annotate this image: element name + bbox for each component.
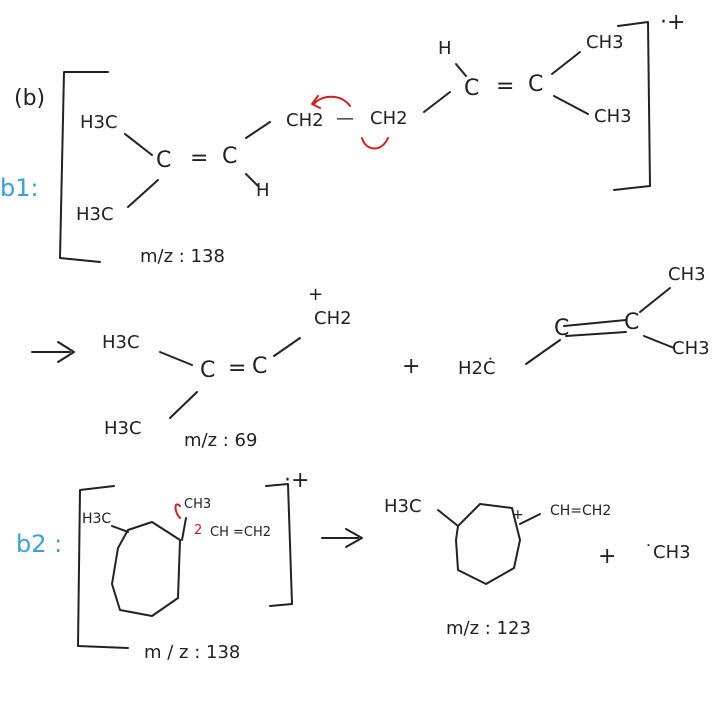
b2-plus: + [598, 544, 617, 569]
reaction-arrow-1 [31, 341, 75, 363]
b1-h-top: H [438, 38, 452, 59]
bond-f2-h2c-c [525, 339, 561, 365]
f2-ch3-bottom: CH3 [672, 338, 710, 359]
b1-c-left: C [156, 148, 172, 173]
b1-ch3-bottom: CH3 [594, 106, 632, 127]
b2-product-plus: + [512, 507, 524, 523]
electron-arrow-b2 [174, 503, 181, 519]
ring-reactant [111, 521, 181, 617]
b1-c-right: C [222, 144, 238, 169]
f2-c-right: C [624, 310, 640, 335]
b2-product-vinyl: CH=CH2 [550, 503, 612, 519]
b1-c3: C [464, 76, 480, 101]
f1-eq: = [228, 356, 247, 381]
ring-product [455, 503, 521, 585]
f1-h3c-top: H3C [102, 332, 140, 353]
f1-plus: + [402, 354, 421, 379]
b2-product-h3c: H3C [384, 496, 422, 517]
bracket-left-b1 [59, 71, 109, 263]
f1-c-b: C [252, 354, 268, 379]
f1-mz: m/z : 69 [184, 430, 258, 451]
bond-f2-c-ch3-bottom [643, 335, 675, 349]
bond-h3c2-c [127, 179, 159, 208]
f2-c-left: C [554, 316, 570, 341]
b1-eq1: = [190, 146, 209, 171]
section-label: (b) [14, 86, 46, 111]
b2-ch3-radical: ˙CH3 [644, 542, 691, 563]
b2-product-mz: m/z : 123 [446, 618, 531, 639]
b1-ch3-top: CH3 [586, 32, 624, 53]
reaction-arrow-2 [321, 528, 363, 548]
electron-arrow-top [311, 95, 351, 109]
bond-c-ch2 [245, 121, 271, 139]
bond-p-h3c [437, 509, 459, 527]
bond-h-c3 [455, 63, 467, 77]
bond-f1-c-ch2 [273, 337, 301, 357]
bond-f2-double-2 [565, 331, 627, 337]
f2-h2c-radical: H2Ċ [458, 358, 496, 379]
bond-h3c-c [124, 133, 153, 156]
f1-ch2: CH2 [314, 308, 352, 329]
bond-f1-h3c2-c [169, 391, 198, 419]
bond-c4-ch3-top [551, 51, 581, 75]
b1-ch2-b: CH2 [370, 108, 408, 129]
b1-c4: C [528, 72, 544, 97]
b2-ch3: CH3 [184, 497, 212, 512]
b2-label: b2 : [16, 530, 63, 558]
bond-c-h [245, 173, 259, 187]
b2-mz: m / z : 138 [144, 642, 241, 663]
bracket-left-b2 [77, 485, 129, 649]
electron-arrow-bottom [361, 137, 389, 150]
b1-h3c-bottom: H3C [76, 204, 114, 225]
f1-plus-cation: + [308, 284, 324, 305]
b2-radical-cation: ·+ [284, 468, 310, 493]
b2-h3c: H3C [82, 511, 112, 527]
b1-label: b1: [0, 174, 39, 202]
bond-p-vinyl [519, 513, 541, 525]
b1-h-low: H [256, 180, 270, 201]
b1-ch2-a: CH2 [286, 110, 324, 131]
b1-radical-cation: ·+ [660, 10, 686, 35]
f1-c-a: C [200, 358, 216, 383]
b1-dash: — [336, 108, 354, 129]
bond-b2-ch3 [181, 517, 187, 541]
b1-mz: m/z : 138 [140, 246, 225, 267]
bond-ch2-c3 [423, 91, 451, 113]
bond-f1-h3c-c [159, 351, 193, 366]
b1-h3c-top: H3C [80, 112, 118, 133]
bond-f2-c-ch3-top [639, 287, 671, 313]
bond-c4-ch3-bottom [553, 95, 589, 115]
b2-red-number: 2 [194, 523, 203, 538]
bond-b2-h3c [111, 525, 129, 533]
bracket-right-b2 [265, 483, 293, 607]
bond-f2-double-1 [563, 319, 627, 327]
f2-ch3-top: CH3 [668, 264, 706, 285]
bracket-right-b1 [613, 21, 651, 191]
b2-vinyl: CH =CH2 [210, 525, 272, 540]
b1-eq2: = [496, 74, 515, 99]
f1-h3c-bottom: H3C [104, 418, 142, 439]
